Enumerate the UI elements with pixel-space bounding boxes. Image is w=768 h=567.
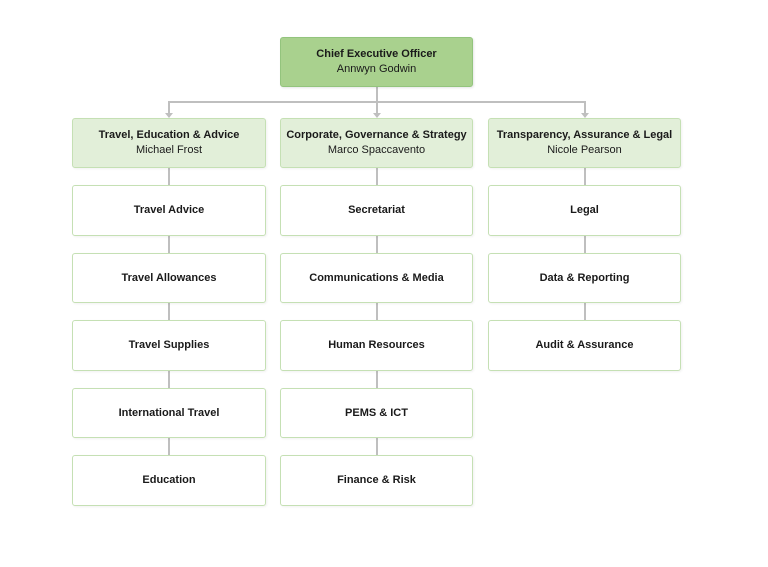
unit-audit-assurance[interactable]: Audit & Assurance bbox=[488, 320, 681, 371]
ceo-box[interactable]: Chief Executive Officer Annwyn Godwin bbox=[280, 37, 473, 87]
division-head-name: Nicole Pearson bbox=[547, 144, 622, 156]
division-title: Corporate, Governance & Strategy bbox=[286, 129, 467, 141]
unit-label: Audit & Assurance bbox=[535, 339, 634, 351]
unit-pems-ict[interactable]: PEMS & ICT bbox=[280, 388, 473, 438]
connector-ceo-down bbox=[376, 87, 378, 102]
division-title: Transparency, Assurance & Legal bbox=[496, 129, 673, 141]
division-head-name: Marco Spaccavento bbox=[327, 144, 426, 156]
unit-label: PEMS & ICT bbox=[345, 406, 408, 419]
connector-col3-1 bbox=[584, 168, 586, 185]
connector-col3-2 bbox=[584, 236, 586, 253]
unit-travel-advice[interactable]: Travel Advice bbox=[72, 185, 266, 236]
division-head-corporate-governance-strategy[interactable]: Corporate, Governance & Strategy Marco S… bbox=[280, 118, 473, 168]
connector-col1-4 bbox=[168, 371, 170, 388]
unit-label: Data & Reporting bbox=[539, 271, 630, 284]
connector-col2-2 bbox=[376, 236, 378, 253]
connector-col2-5 bbox=[376, 438, 378, 455]
ceo-name: Annwyn Godwin bbox=[336, 63, 417, 75]
connector-bus-drop-3 bbox=[584, 101, 586, 113]
division-head-transparency-assurance-legal[interactable]: Transparency, Assurance & Legal Nicole P… bbox=[488, 118, 681, 168]
unit-international-travel[interactable]: International Travel bbox=[72, 388, 266, 438]
unit-communications-media[interactable]: Communications & Media bbox=[280, 253, 473, 303]
unit-label: Travel Advice bbox=[133, 204, 205, 216]
connector-col2-4 bbox=[376, 371, 378, 388]
unit-secretariat[interactable]: Secretariat bbox=[280, 185, 473, 236]
ceo-title: Chief Executive Officer bbox=[316, 48, 437, 60]
division-head-name: Michael Frost bbox=[135, 144, 203, 156]
unit-travel-allowances[interactable]: Travel Allowances bbox=[72, 253, 266, 303]
unit-label: Travel Allowances bbox=[121, 271, 217, 284]
unit-legal[interactable]: Legal bbox=[488, 185, 681, 236]
unit-label: Secretariat bbox=[348, 204, 405, 216]
unit-label: Finance & Risk bbox=[337, 474, 416, 486]
unit-label: Communications & Media bbox=[309, 271, 444, 284]
connector-bus-drop-1 bbox=[168, 101, 170, 113]
connector-col1-5 bbox=[168, 438, 170, 455]
unit-label: Legal bbox=[570, 204, 599, 216]
arrow-head-3 bbox=[581, 113, 589, 118]
connector-col3-3 bbox=[584, 303, 586, 320]
unit-label: Travel Supplies bbox=[128, 339, 210, 351]
unit-label: Human Resources bbox=[328, 339, 425, 351]
unit-finance-risk[interactable]: Finance & Risk bbox=[280, 455, 473, 506]
arrow-head-1 bbox=[165, 113, 173, 118]
division-head-travel-education-advice[interactable]: Travel, Education & Advice Michael Frost bbox=[72, 118, 266, 168]
connector-col2-3 bbox=[376, 303, 378, 320]
unit-human-resources[interactable]: Human Resources bbox=[280, 320, 473, 371]
connector-col1-2 bbox=[168, 236, 170, 253]
connector-col1-3 bbox=[168, 303, 170, 320]
connector-bus-drop-2 bbox=[376, 101, 378, 113]
division-title: Travel, Education & Advice bbox=[98, 129, 240, 141]
unit-label: International Travel bbox=[118, 406, 220, 419]
unit-education[interactable]: Education bbox=[72, 455, 266, 506]
unit-data-reporting[interactable]: Data & Reporting bbox=[488, 253, 681, 303]
connector-col2-1 bbox=[376, 168, 378, 185]
unit-travel-supplies[interactable]: Travel Supplies bbox=[72, 320, 266, 371]
arrow-head-2 bbox=[373, 113, 381, 118]
connector-col1-1 bbox=[168, 168, 170, 185]
unit-label: Education bbox=[142, 474, 196, 486]
